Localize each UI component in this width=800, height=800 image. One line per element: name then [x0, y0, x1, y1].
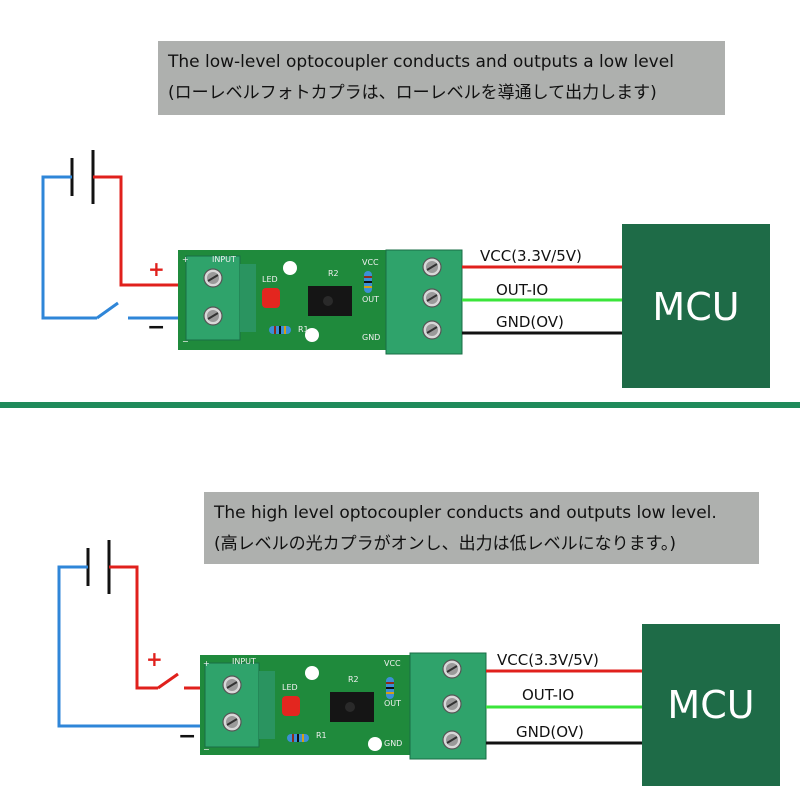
bottom-plus-sign: + — [146, 647, 163, 671]
bottom-diagram: + − + − INPUT LED R1 R2 — [57, 540, 780, 786]
bottom-pcb: + − INPUT LED R1 R2 VCC OUT GND — [200, 652, 487, 760]
top-label-gnd: GND(OV) — [496, 313, 564, 331]
bottom-pcb-out: OUT — [384, 699, 401, 708]
top-pcb-minus: − — [182, 337, 189, 346]
caption-bottom: The high level optocoupler conducts and … — [204, 492, 759, 564]
bottom-wire-red — [109, 565, 158, 690]
top-pcb-input: INPUT — [212, 255, 236, 264]
bottom-label-out: OUT-IO — [522, 686, 574, 704]
bottom-label-gnd: GND(OV) — [516, 723, 584, 741]
bottom-label-vcc: VCC(3.3V/5V) — [497, 651, 599, 669]
top-plus-sign: + — [148, 257, 165, 281]
top-pcb-r2: R2 — [328, 269, 339, 278]
top-diagram: + − + − INPUT LED R1 R2 — [41, 150, 770, 388]
bottom-battery — [86, 540, 111, 594]
top-mcu-box — [622, 224, 770, 388]
bottom-mcu-box — [642, 624, 780, 786]
bottom-mcu-label: MCU — [667, 683, 754, 727]
caption-bottom-line2: (高レベルの光カプラがオンし、出力は低レベルになります。) — [214, 534, 677, 554]
top-label-vcc: VCC(3.3V/5V) — [480, 247, 582, 265]
section-divider — [0, 402, 800, 408]
bottom-wire-blue — [57, 565, 210, 728]
bottom-pcb-input: INPUT — [232, 657, 256, 666]
top-battery — [70, 150, 95, 204]
bottom-pcb-r2: R2 — [348, 675, 359, 684]
bottom-pcb-led-label: LED — [282, 683, 298, 692]
bottom-minus-sign: − — [178, 724, 196, 749]
top-pcb-out: OUT — [362, 295, 379, 304]
top-mcu-label: MCU — [652, 285, 739, 329]
caption-top: The low-level optocoupler conducts and o… — [158, 41, 725, 115]
bottom-pcb-minus: − — [203, 745, 210, 754]
top-label-out: OUT-IO — [496, 281, 548, 299]
top-wire-red — [93, 175, 188, 287]
bottom-pcb-plus: + — [203, 659, 210, 668]
bottom-pcb-r1: R1 — [316, 731, 327, 740]
top-pcb-plus: + — [182, 255, 189, 264]
top-pcb: + − INPUT LED R1 R2 VCC OUT GND — [178, 249, 463, 355]
top-pcb-led-label: LED — [262, 275, 278, 284]
top-switch — [96, 301, 119, 320]
top-pcb-vcc: VCC — [362, 258, 379, 267]
top-pcb-r1: R1 — [298, 325, 309, 334]
caption-top-line2: (ローレベルフォトカプラは、ローレベルを導通して出力します) — [168, 83, 657, 103]
top-wire-blue — [41, 175, 97, 320]
top-pcb-gnd: GND — [362, 333, 380, 342]
bottom-pcb-vcc: VCC — [384, 659, 401, 668]
caption-bottom-line1: The high level optocoupler conducts and … — [214, 503, 717, 523]
top-minus-sign: − — [147, 315, 165, 340]
caption-top-line1: The low-level optocoupler conducts and o… — [168, 52, 674, 72]
bottom-pcb-gnd: GND — [384, 739, 402, 748]
bottom-switch — [157, 672, 179, 690]
